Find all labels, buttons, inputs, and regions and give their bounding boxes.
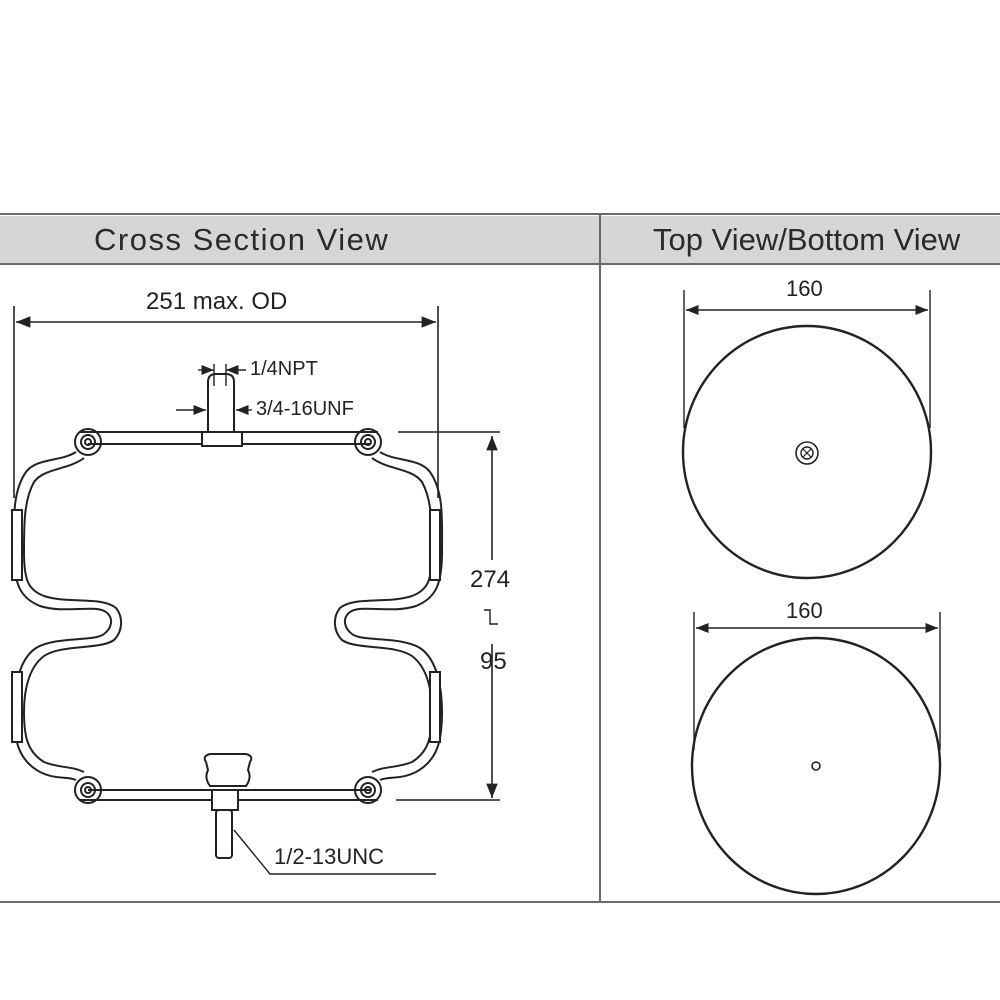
cross-section-header: Cross Section View: [0, 216, 600, 264]
top-bottom-title: Top View/Bottom View: [653, 222, 961, 257]
bellows-outline: [11, 428, 444, 804]
od-label: 251 max. OD: [146, 288, 288, 315]
top-diameter-label: 160: [786, 276, 823, 301]
npt-label: 1/4NPT: [250, 358, 318, 380]
unf-label: 3/4-16UNF: [256, 398, 354, 420]
bottom-view: [690, 612, 942, 896]
top-bottom-header: Top View/Bottom View: [601, 216, 1000, 264]
table-frame: [0, 213, 1000, 903]
height-max-label: 274: [470, 566, 511, 593]
top-view: [681, 290, 933, 580]
cross-section-title: Cross Section View: [94, 222, 390, 257]
fitting-leaders: [176, 364, 436, 875]
unc-label: 1/2-13UNC: [274, 844, 385, 869]
od-dimension: [13, 306, 439, 498]
bottom-diameter-label: 160: [786, 598, 823, 623]
height-min-label: 95: [480, 648, 507, 675]
bottom-mount-stud: [203, 753, 253, 859]
top-air-fitting: [201, 364, 243, 447]
height-dimension: [396, 431, 500, 801]
